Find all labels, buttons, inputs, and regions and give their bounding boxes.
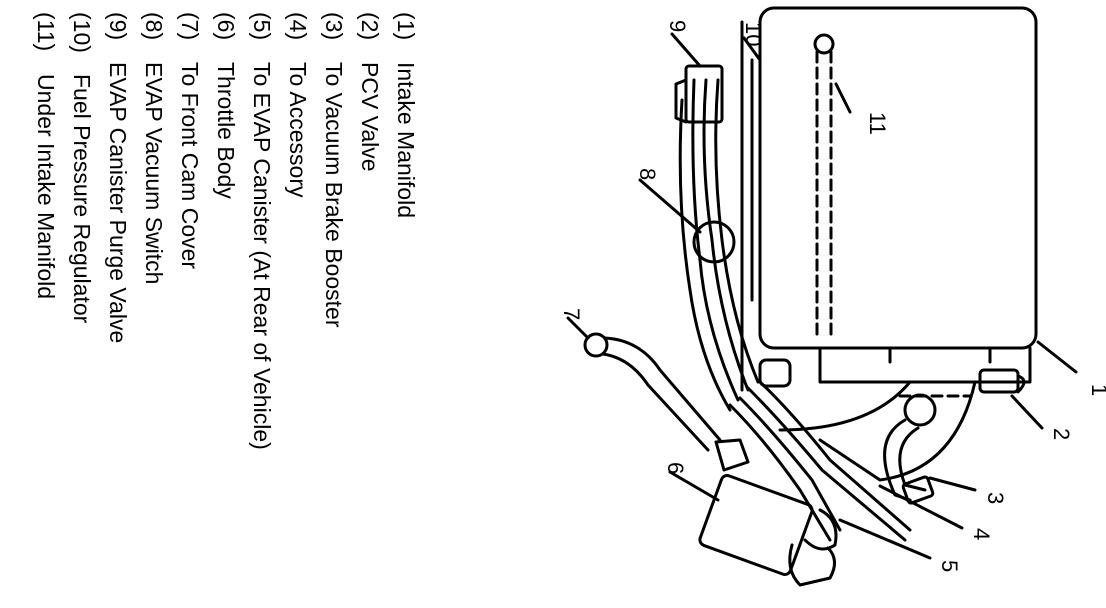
svg-text:To Vacuum Brake Booster: To Vacuum Brake Booster xyxy=(321,62,347,328)
svg-text:Fuel Pressure Regulator: Fuel Pressure Regulator xyxy=(69,74,95,324)
legend-item-11: (11) Under Intake Manifold xyxy=(33,12,59,299)
legend-item-5: (5) To EVAP Canister (At Rear of Vehicle… xyxy=(249,12,275,450)
legend-item-8: (8) EVAP Vacuum Switch xyxy=(141,12,167,284)
svg-text:(8): (8) xyxy=(141,12,167,40)
svg-text:Throttle Body: Throttle Body xyxy=(213,62,239,199)
svg-text:(1): (1) xyxy=(393,12,419,40)
callout-8: 8 xyxy=(635,168,660,180)
svg-text:EVAP Vacuum Switch: EVAP Vacuum Switch xyxy=(141,62,167,284)
svg-text:Intake Manifold: Intake Manifold xyxy=(393,62,419,218)
evap-purge-valve xyxy=(684,64,724,124)
legend-item-6: (6) Throttle Body xyxy=(213,12,239,199)
svg-text:(9): (9) xyxy=(105,12,131,40)
svg-text:EVAP Canister Purge Valve: EVAP Canister Purge Valve xyxy=(105,62,131,343)
svg-text:To Front Cam Cover: To Front Cam Cover xyxy=(177,62,203,269)
svg-text:(6): (6) xyxy=(213,12,239,40)
callout-7: 7 xyxy=(559,308,584,320)
svg-text:(2): (2) xyxy=(357,12,383,40)
svg-text:(11): (11) xyxy=(33,12,59,51)
callout-10: 10 xyxy=(741,22,766,46)
callout-4: 4 xyxy=(969,528,994,540)
legend-item-10: (10) Fuel Pressure Regulator xyxy=(69,12,95,324)
legend-item-4: (4) To Accessory xyxy=(285,12,311,198)
legend-item-1: (1) Intake Manifold xyxy=(393,12,419,218)
intake-manifold xyxy=(758,6,1038,350)
svg-text:To Accessory: To Accessory xyxy=(285,62,311,198)
callout-numbers: 1 2 3 4 5 6 7 8 9 10 11 xyxy=(559,20,1106,572)
callout-9: 9 xyxy=(665,20,690,32)
legend-item-7: (7) To Front Cam Cover xyxy=(177,12,203,269)
callout-6: 6 xyxy=(663,462,688,474)
pcv-valve xyxy=(978,368,1020,394)
callout-11: 11 xyxy=(865,112,890,135)
svg-text:To EVAP Canister (At Rear of V: To EVAP Canister (At Rear of Vehicle) xyxy=(249,62,275,450)
svg-text:Under Intake Manifold: Under Intake Manifold xyxy=(33,74,59,299)
legend-item-2: (2) PCV Valve xyxy=(357,12,383,172)
evap-vacuum-switch xyxy=(692,220,736,264)
legend-item-9: (9) EVAP Canister Purge Valve xyxy=(105,12,131,343)
under-manifold-hose xyxy=(815,50,977,398)
brake-booster-fitting xyxy=(903,393,937,427)
port-fitting xyxy=(813,33,835,55)
callout-3: 3 xyxy=(983,492,1008,504)
legend: (1) Intake Manifold (2) PCV Valve (3) To… xyxy=(33,12,419,450)
hose-connector xyxy=(758,358,792,388)
callout-1: 1 xyxy=(1087,384,1106,396)
callout-5: 5 xyxy=(937,560,962,572)
svg-text:(5): (5) xyxy=(249,12,275,40)
svg-text:(3): (3) xyxy=(321,12,347,40)
front-cam-cover-fitting xyxy=(583,332,609,358)
svg-text:PCV Valve: PCV Valve xyxy=(357,62,383,172)
svg-text:(7): (7) xyxy=(177,12,203,40)
callout-2: 2 xyxy=(1049,428,1074,440)
throttle-body xyxy=(698,474,814,576)
svg-text:(4): (4) xyxy=(285,12,311,40)
manifold-flange xyxy=(818,346,1032,384)
svg-text:(10): (10) xyxy=(69,12,95,53)
legend-item-3: (3) To Vacuum Brake Booster xyxy=(321,12,347,328)
